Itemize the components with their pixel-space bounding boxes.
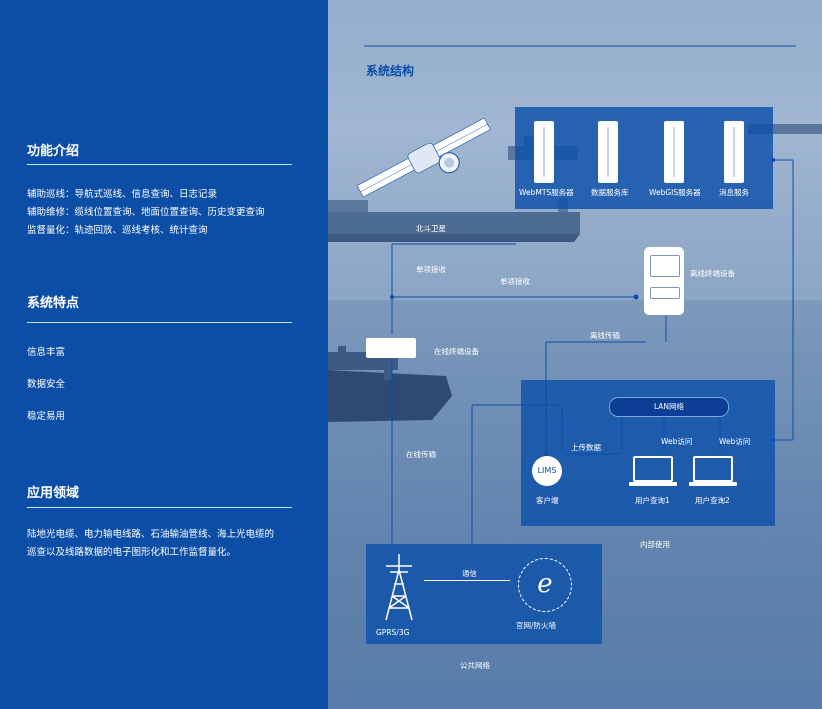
applications-title: 应用领域 bbox=[27, 486, 80, 501]
client-label: 客户端 bbox=[536, 496, 559, 505]
public-network-label: 公共网络 bbox=[460, 661, 490, 670]
firewall-label: 官网/防火墙 bbox=[516, 621, 557, 630]
diagram-title: 系统结构 bbox=[366, 64, 415, 78]
internal-network-panel: LAN网络 上传数据 Web访问 Web访问 LIMS 客户端 用户查询1 用户… bbox=[521, 380, 775, 526]
laptop-icon-2 bbox=[689, 456, 737, 486]
functions-title: 功能介绍 bbox=[27, 144, 80, 159]
comm-line bbox=[424, 580, 510, 581]
webgis-server-label: WebGIS服务器 bbox=[649, 188, 701, 197]
online-transfer-label: 在线传输 bbox=[406, 450, 436, 459]
offline-terminal-icon bbox=[644, 247, 684, 315]
features-divider bbox=[27, 322, 292, 323]
feature-item-3: 稳定易用 bbox=[27, 411, 66, 422]
lims-client-icon: LIMS bbox=[532, 456, 562, 486]
satellite-label: 北斗卫星 bbox=[416, 224, 446, 233]
feature-item-2: 数据安全 bbox=[27, 379, 66, 390]
lan-network-bar: LAN网络 bbox=[609, 397, 729, 417]
message-server-label: 消息服务 bbox=[719, 188, 749, 197]
feature-item-1: 信息丰富 bbox=[27, 347, 66, 358]
public-network-panel: GPRS/3G 通信 e 官网/防火墙 bbox=[366, 544, 602, 644]
gprs-label: GPRS/3G bbox=[376, 628, 410, 637]
functions-line-2: 辅助维修：缆线位置查询、地面位置查询、历史变更查询 bbox=[27, 207, 265, 218]
applications-text-1: 陆地光电缆、电力输电线路、石油输油管线、海上光电缆的 bbox=[27, 529, 275, 540]
tanker-ship-icon bbox=[328, 198, 580, 242]
comm-label: 通信 bbox=[462, 569, 477, 578]
lan-network-label: LAN网络 bbox=[653, 402, 685, 411]
webmts-server-label: WebMTS服务器 bbox=[519, 188, 574, 197]
system-architecture-diagram: 系统结构 WebMTS服务器 数据服务库 WebGIS服务器 消息服务 北斗卫星… bbox=[328, 0, 822, 709]
web-access-label-2: Web访问 bbox=[719, 437, 751, 446]
data-server-label: 数据服务库 bbox=[591, 188, 629, 197]
single-receive-label-2: 单项接收 bbox=[500, 277, 530, 286]
laptop-icon-1 bbox=[629, 456, 677, 486]
online-terminal-icon bbox=[366, 338, 416, 358]
satellite-icon bbox=[356, 117, 491, 198]
webgis-server-icon bbox=[664, 121, 684, 183]
gprs-tower-icon bbox=[385, 554, 413, 621]
internal-use-label: 内部使用 bbox=[640, 540, 670, 549]
internet-explorer-icon: e bbox=[518, 558, 572, 612]
webmts-server-icon bbox=[534, 121, 554, 183]
functions-divider bbox=[27, 164, 292, 165]
bulk-ship-icon bbox=[328, 346, 452, 422]
features-title: 系统特点 bbox=[27, 296, 80, 311]
left-info-panel: 功能介绍 辅助巡线：导航式巡线、信息查询、日志记录 辅助维修：缆线位置查询、地面… bbox=[0, 0, 328, 709]
upload-data-label: 上传数据 bbox=[571, 443, 601, 452]
online-terminal-label: 在线终端设备 bbox=[434, 347, 479, 356]
data-server-icon bbox=[598, 121, 618, 183]
applications-text-2: 巡查以及线路数据的电子图形化和工作监督量化。 bbox=[27, 547, 237, 558]
offline-terminal-label: 离线终端设备 bbox=[690, 269, 735, 278]
single-receive-label-1: 单项接收 bbox=[416, 265, 446, 274]
user-query-2-label: 用户查询2 bbox=[695, 496, 730, 505]
server-panel: WebMTS服务器 数据服务库 WebGIS服务器 消息服务 bbox=[515, 107, 773, 209]
user-query-1-label: 用户查询1 bbox=[635, 496, 670, 505]
applications-divider bbox=[27, 507, 292, 508]
web-access-label-1: Web访问 bbox=[661, 437, 693, 446]
functions-line-1: 辅助巡线：导航式巡线、信息查询、日志记录 bbox=[27, 189, 218, 200]
functions-line-3: 监督量化：轨迹回放、巡线考核、统计查询 bbox=[27, 225, 208, 236]
message-server-icon bbox=[724, 121, 744, 183]
offline-transfer-label: 离线传输 bbox=[590, 331, 620, 340]
